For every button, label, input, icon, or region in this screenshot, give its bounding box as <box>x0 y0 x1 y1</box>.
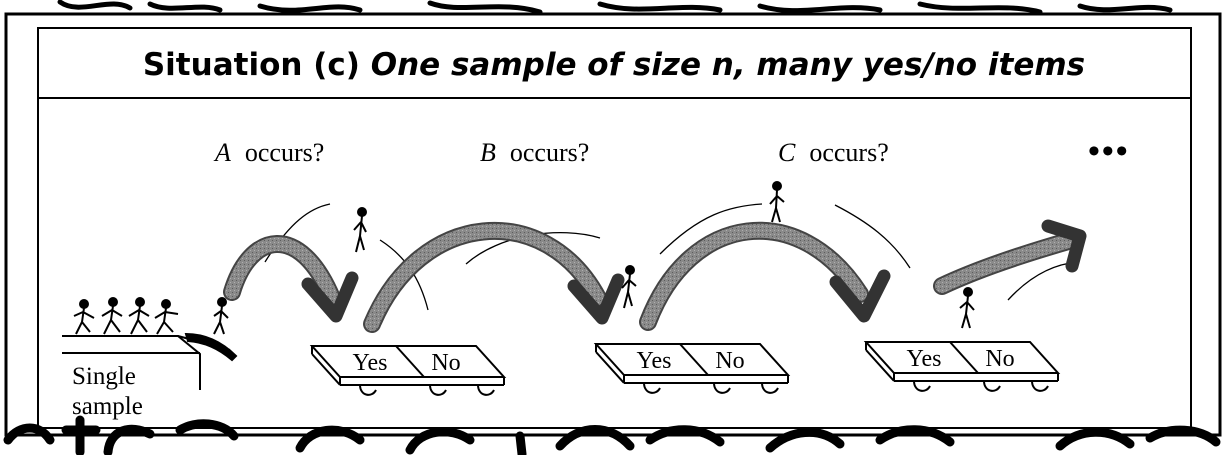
jumper-figure <box>769 181 785 223</box>
cropped-handwriting-top <box>57 0 1173 15</box>
trampoline-3: Yes No <box>863 341 1061 392</box>
question-a-text: occurs? <box>245 138 324 167</box>
outer-frame <box>4 12 1222 437</box>
trampoline-2-no: No <box>715 348 744 374</box>
question-c-variable: C <box>778 138 796 167</box>
start-label-line2: sample <box>72 393 143 420</box>
question-b-text: occurs? <box>510 138 589 167</box>
trampoline-3-yes: Yes <box>907 346 942 372</box>
jump-arrow-4 <box>933 219 1087 295</box>
trampoline-2: Yes No <box>593 343 791 394</box>
title-prefix: Situation (c) <box>143 47 371 83</box>
start-label-line1: Single <box>72 363 136 390</box>
jumper-figure <box>959 287 975 329</box>
jumper-figure <box>213 297 229 335</box>
continuation-dots: ••• <box>1088 133 1130 170</box>
inner-panel <box>37 97 1192 429</box>
jumper-figure <box>621 265 637 309</box>
question-c-text: occurs? <box>809 138 888 167</box>
trampoline-1-no: No <box>431 350 460 376</box>
question-b-variable: B <box>480 138 496 167</box>
title: Situation (c) One sample of size n, many… <box>143 47 1085 83</box>
jump-arrow-3 <box>639 221 891 331</box>
title-emphasis: One sample of size n, many yes/no items <box>371 47 1085 83</box>
trampoline-2-yes: Yes <box>637 348 672 374</box>
trampoline-3-no: No <box>985 346 1014 372</box>
start-platform <box>62 332 238 390</box>
jumper-figure <box>353 207 367 253</box>
trampoline-1-yes: Yes <box>353 350 388 376</box>
jump-arrow-1 <box>223 235 359 323</box>
trampoline-1: Yes No <box>309 345 507 396</box>
jump-arrow-2 <box>363 222 625 333</box>
cropped-handwriting-bottom <box>3 415 1221 455</box>
question-a-variable: A <box>213 138 231 167</box>
runners-group <box>73 297 179 335</box>
